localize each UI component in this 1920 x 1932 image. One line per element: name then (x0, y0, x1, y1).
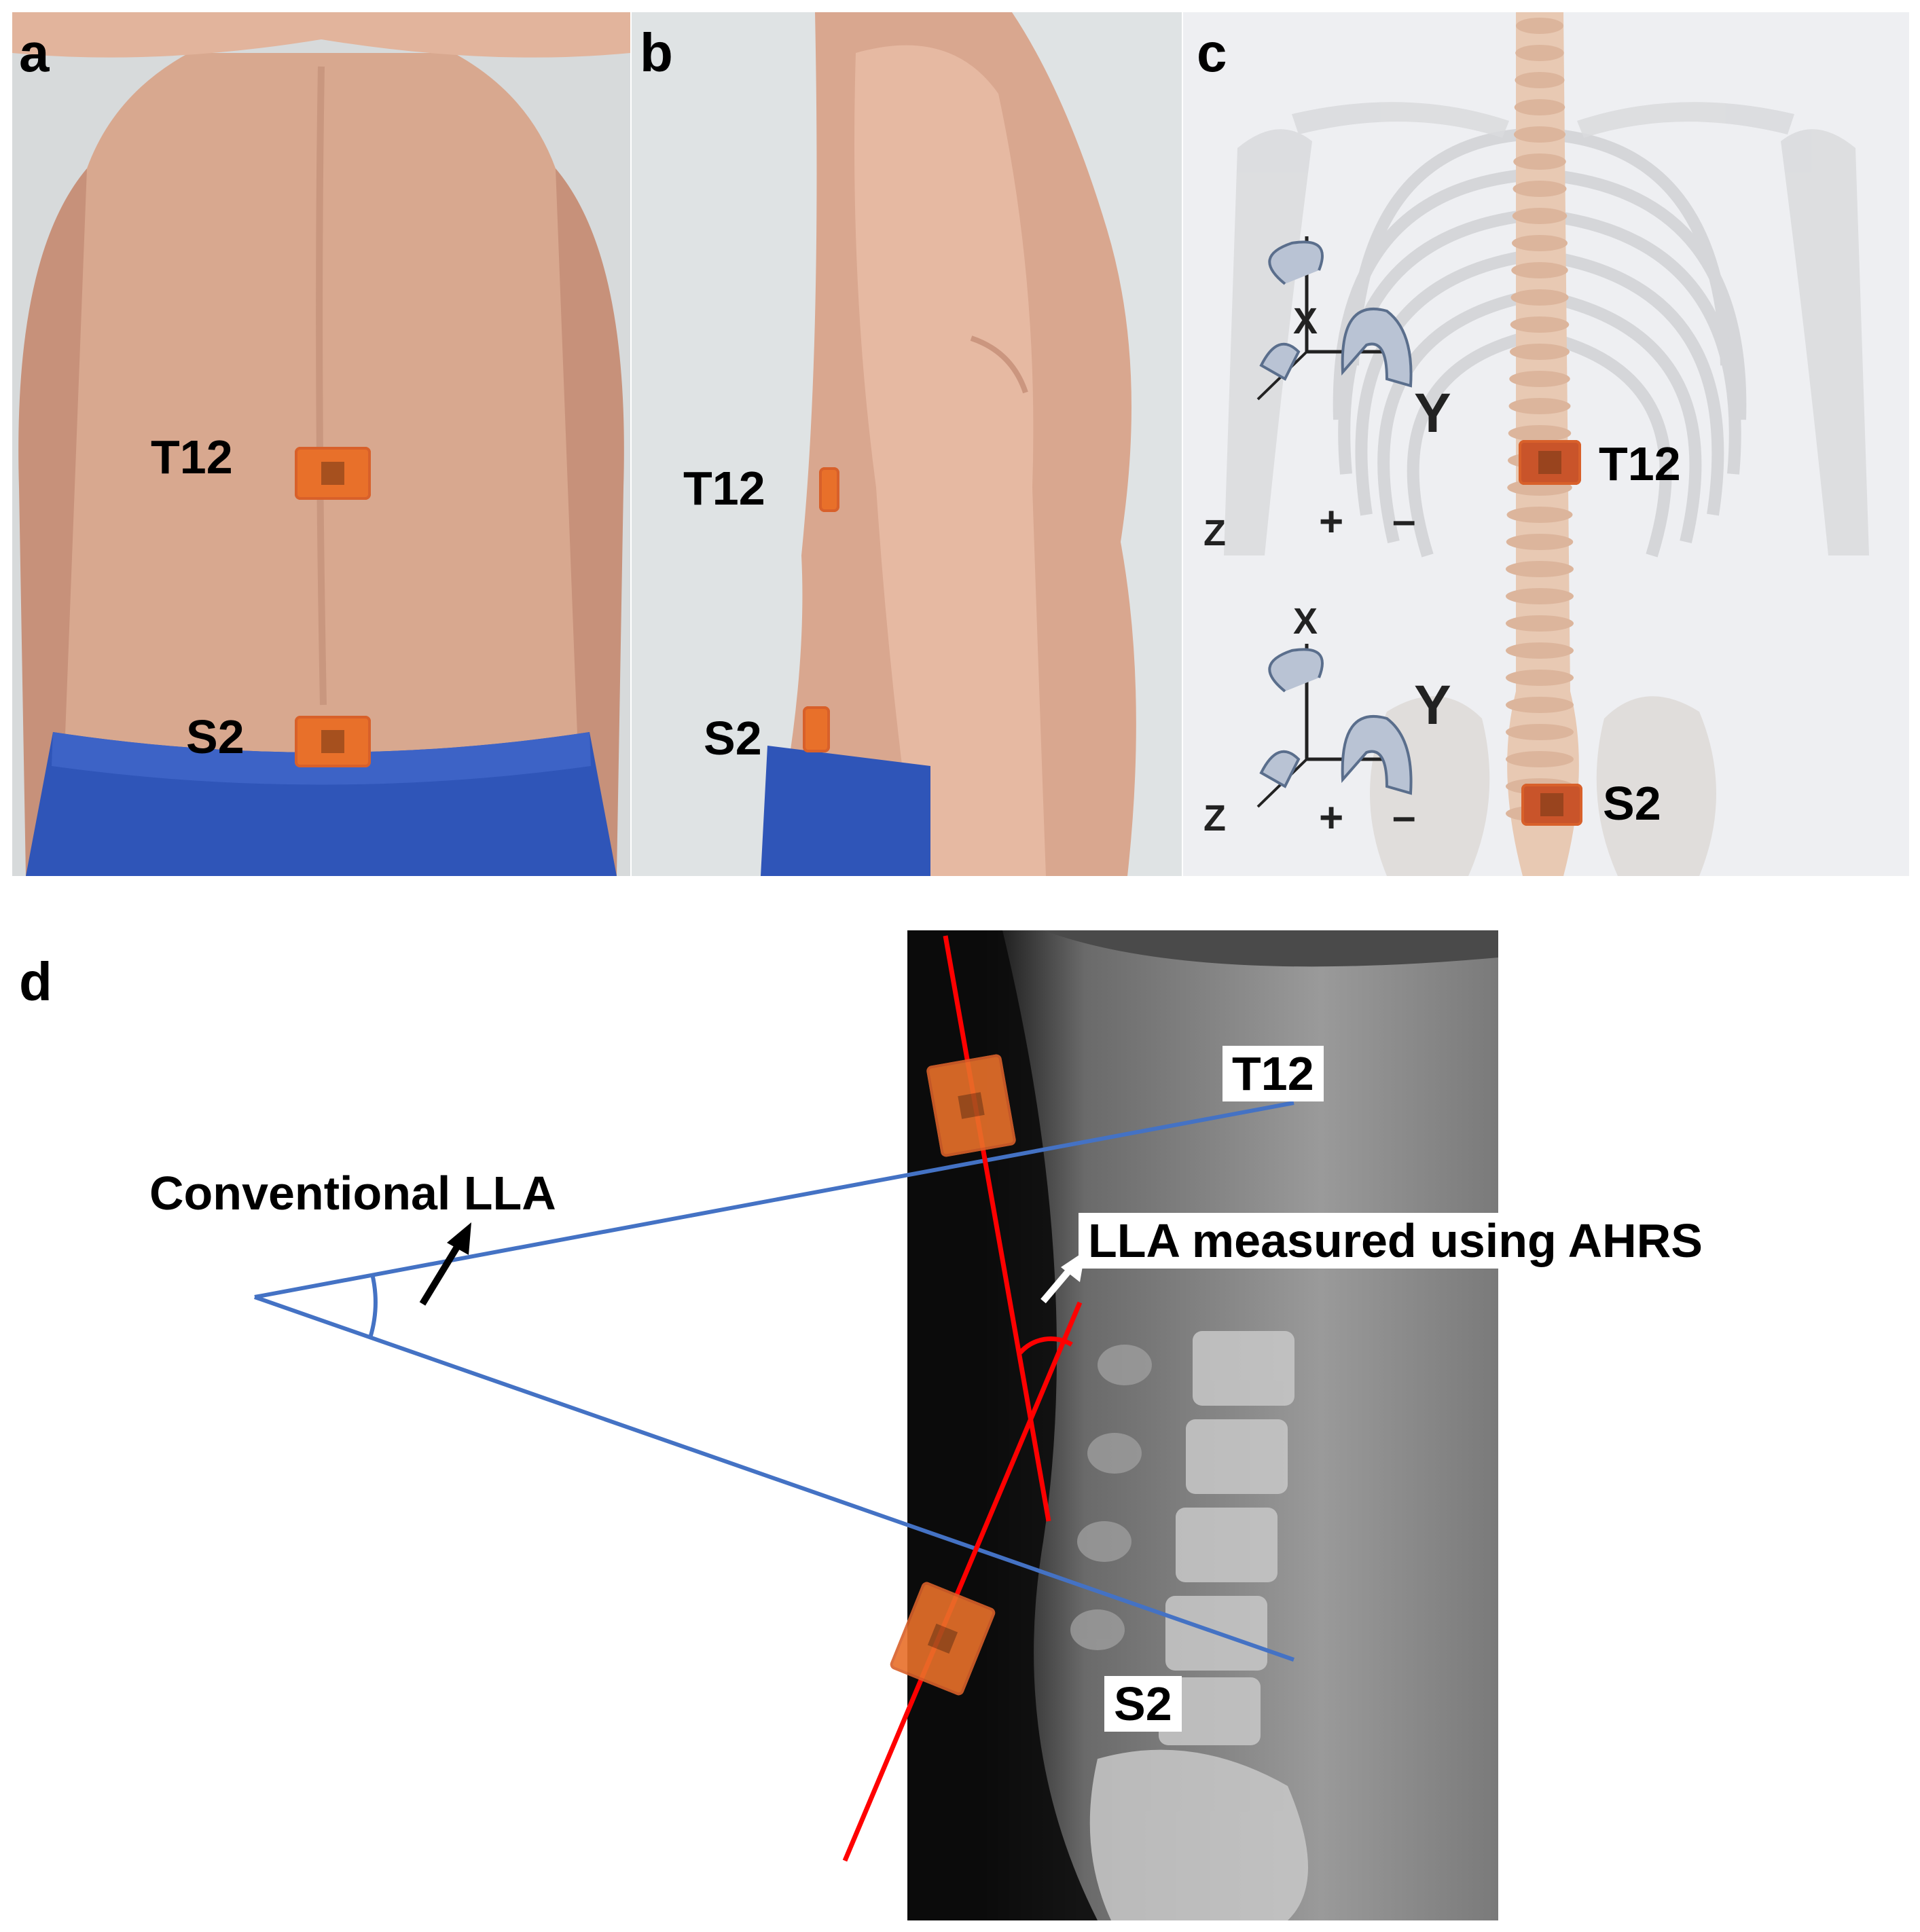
vertebra (1506, 507, 1573, 523)
panel-c-illustration (1224, 12, 1869, 876)
upper-x-axis-label: X (1293, 301, 1318, 342)
ahrs-lla-label: LLA measured using AHRS (1079, 1213, 1712, 1269)
t12-label: T12 (683, 462, 765, 515)
vertebra (1506, 697, 1574, 713)
lower-axis-diagram (1256, 644, 1413, 808)
vertebra (1506, 561, 1574, 577)
upper-y-axis-label: Y (1414, 382, 1451, 444)
conventional-angle-arc (368, 1273, 378, 1338)
vertebra (1508, 425, 1572, 441)
s2-label: S2 (1104, 1676, 1182, 1732)
panel-letter-c: c (1197, 22, 1227, 83)
panel-letter-a: a (19, 22, 50, 83)
s2-sensor (295, 716, 371, 767)
vertebra (1506, 642, 1574, 659)
upper-z-axis-label: Z (1203, 513, 1226, 553)
panel-a-photo: T12 S2 a (12, 12, 630, 876)
panel-c-skeleton: X Y Z + – X Y Z + – T12 S2 c (1183, 12, 1909, 876)
lower-z-axis-label: Z (1203, 798, 1226, 839)
s2-label: S2 (1603, 777, 1661, 830)
s2-sensor (803, 706, 830, 752)
panel-b-photo: T12 S2 b (632, 12, 1182, 876)
panel-b-illustration (761, 12, 1136, 876)
vertebra (1512, 208, 1568, 224)
vertebra (1511, 262, 1568, 278)
conventional-lla-label: Conventional LLA (149, 1167, 556, 1220)
s2-red-line (842, 1301, 1083, 1862)
t12-sensor (1519, 440, 1581, 485)
t12-sensor (926, 1053, 1017, 1158)
t12-label: T12 (151, 431, 233, 484)
vertebra (1510, 344, 1570, 360)
lower-minus-sign: – (1392, 793, 1416, 840)
lower-plus-sign: + (1319, 795, 1344, 841)
ahrs-angle-arc (1018, 1336, 1073, 1355)
vertebra (1510, 316, 1570, 333)
lower-blue-line (254, 1295, 1294, 1662)
vertebra (1514, 99, 1565, 115)
upper-axis-diagram (1256, 236, 1413, 401)
upper-blue-line (254, 1101, 1294, 1299)
vertebra (1513, 181, 1567, 197)
upper-plus-sign: + (1319, 498, 1344, 545)
s2-label: S2 (186, 710, 244, 763)
vertebra (1508, 398, 1571, 414)
t12-sensor (295, 447, 371, 500)
vertebra (1506, 615, 1574, 632)
vertebra (1515, 45, 1564, 61)
vertebra (1510, 289, 1569, 306)
vertebra (1512, 235, 1568, 251)
t12-sensor (819, 467, 839, 512)
vertebra (1506, 670, 1574, 686)
t12-label: T12 (1222, 1046, 1324, 1101)
upper-minus-sign: – (1392, 497, 1416, 544)
vertebra (1506, 751, 1574, 767)
vertebra (1515, 72, 1565, 88)
vertebra (1514, 126, 1565, 143)
s2-label: S2 (704, 712, 762, 765)
t12-label: T12 (1599, 437, 1681, 490)
vertebra (1506, 724, 1574, 740)
lower-y-axis-label: Y (1414, 674, 1451, 736)
vertebra (1513, 153, 1566, 170)
s2-sensor (1521, 784, 1582, 826)
panel-letter-d: d (19, 951, 52, 1012)
lower-x-axis-label: X (1293, 601, 1318, 642)
vertebra (1506, 588, 1574, 604)
t12-red-line (943, 935, 1051, 1522)
panel-letter-b: b (640, 22, 673, 83)
vertebra (1506, 534, 1574, 550)
vertebra (1509, 371, 1570, 387)
vertebra (1516, 18, 1563, 34)
